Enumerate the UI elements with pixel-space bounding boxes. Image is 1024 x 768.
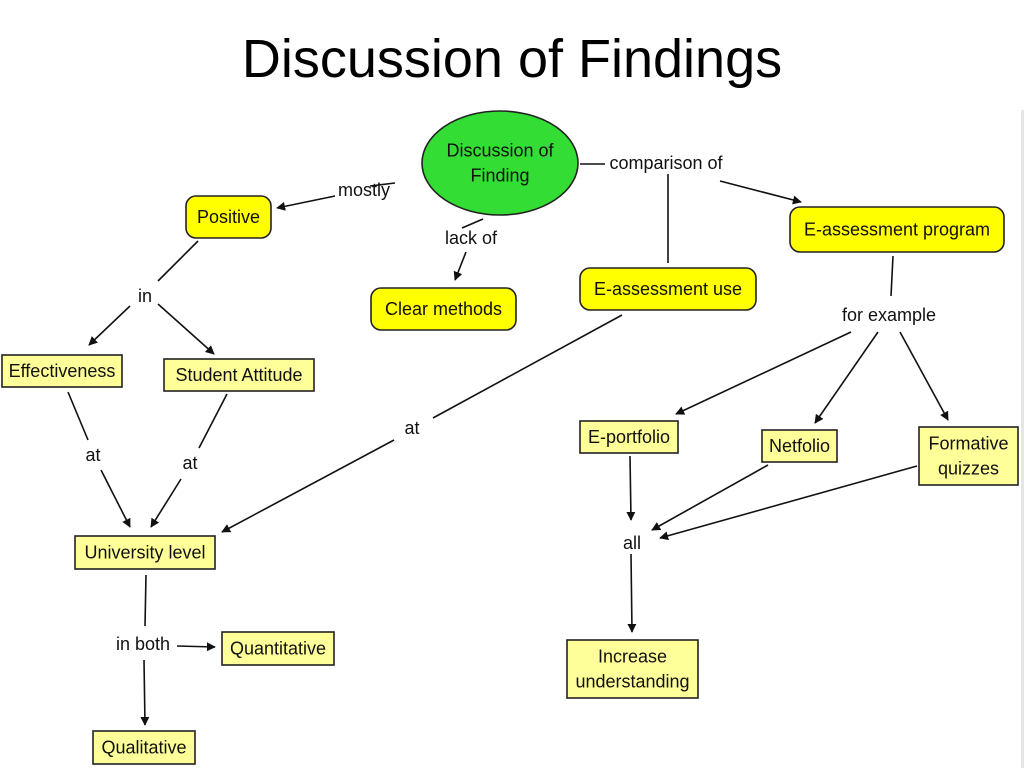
formative-box: [918, 426, 1019, 486]
node-univ: University level: [74, 535, 216, 570]
link-label-mostly: mostly: [338, 180, 390, 200]
connector-20: [899, 331, 949, 421]
euse-box: [579, 267, 757, 311]
link-label-inboth: in both: [116, 634, 170, 654]
effect-box: [1, 354, 123, 388]
connector-6: [719, 180, 802, 205]
center-label: Discussion of: [446, 141, 554, 161]
link-label-comparison: comparison of: [609, 153, 723, 173]
netfolio-box: [761, 429, 838, 463]
univ-box: [74, 535, 216, 570]
connector-21: [626, 455, 636, 521]
central-ellipse: [421, 110, 579, 216]
link-label-at1: at: [85, 445, 100, 465]
qual-label: Qualitative: [101, 738, 186, 758]
connector-4: [453, 251, 467, 281]
slide-edge: [1021, 110, 1024, 768]
node-eport: E-portfolio: [579, 420, 679, 454]
euse-label: E-assessment use: [594, 279, 742, 299]
eprog-box: [789, 206, 1005, 253]
effect-label: Effectiveness: [9, 361, 116, 381]
connector-10: [157, 303, 215, 355]
connector-1: [369, 182, 396, 187]
connector-13: [198, 393, 228, 449]
node-increase: Increase understanding: [566, 639, 699, 699]
attitude-box: [163, 358, 315, 392]
quant-box: [221, 631, 335, 666]
clear-label: Clear methods: [385, 299, 502, 319]
eport-label: E-portfolio: [588, 427, 670, 447]
connector-22: [651, 464, 769, 531]
connector-14: [150, 478, 182, 528]
connector-16: [221, 439, 395, 533]
node-quant: Quantitative: [221, 631, 335, 666]
clear-box: [370, 287, 517, 331]
node-netfolio: Netfolio: [761, 429, 838, 463]
connector-17: [890, 255, 894, 297]
formative-label: Formative: [928, 434, 1008, 454]
positive-box: [185, 195, 272, 239]
node-formative: Formative quizzes: [918, 426, 1019, 486]
link-label-at2: at: [182, 453, 197, 473]
node-qual: Qualitative: [92, 730, 196, 765]
increase-label: understanding: [575, 672, 689, 692]
node-attitude: Student Attitude: [163, 358, 315, 392]
netfolio-label: Netfolio: [769, 436, 830, 456]
connector-25: [144, 574, 147, 627]
connector-26: [176, 642, 216, 652]
eport-box: [579, 420, 679, 454]
connector-15: [432, 314, 623, 419]
node-clear: Clear methods: [370, 287, 517, 331]
node-positive: Positive: [185, 195, 272, 239]
link-label-forexample: for example: [842, 305, 936, 325]
center-label: Finding: [470, 166, 529, 186]
connector-3: [461, 218, 484, 229]
connector-23: [659, 465, 918, 541]
connector-27: [140, 659, 150, 726]
connector-12: [100, 469, 131, 528]
link-label-all: all: [623, 533, 641, 553]
page-title: Discussion of Findings: [241, 29, 783, 89]
node-effect: Effectiveness: [1, 354, 123, 388]
link-label-lackof: lack of: [445, 228, 498, 248]
increase-box: [566, 639, 699, 699]
connector-8: [157, 240, 199, 282]
qual-box: [92, 730, 196, 765]
connector-2: [276, 195, 336, 211]
formative-label: quizzes: [938, 459, 999, 479]
node-center: Discussion of Finding: [421, 110, 579, 216]
quant-label: Quantitative: [230, 639, 326, 659]
connector-11: [67, 391, 89, 441]
connector-9: [88, 305, 131, 346]
node-euse: E-assessment use: [579, 267, 757, 311]
univ-label: University level: [84, 543, 205, 563]
link-label-in: in: [138, 286, 152, 306]
increase-label: Increase: [598, 647, 667, 667]
connector-18: [675, 331, 852, 415]
positive-label: Positive: [197, 207, 260, 227]
node-eprog: E-assessment program: [789, 206, 1005, 253]
eprog-label: E-assessment program: [804, 220, 990, 240]
link-label-at3: at: [404, 418, 419, 438]
connector-19: [814, 331, 879, 424]
connector-24: [627, 553, 637, 633]
attitude-label: Student Attitude: [175, 365, 302, 385]
